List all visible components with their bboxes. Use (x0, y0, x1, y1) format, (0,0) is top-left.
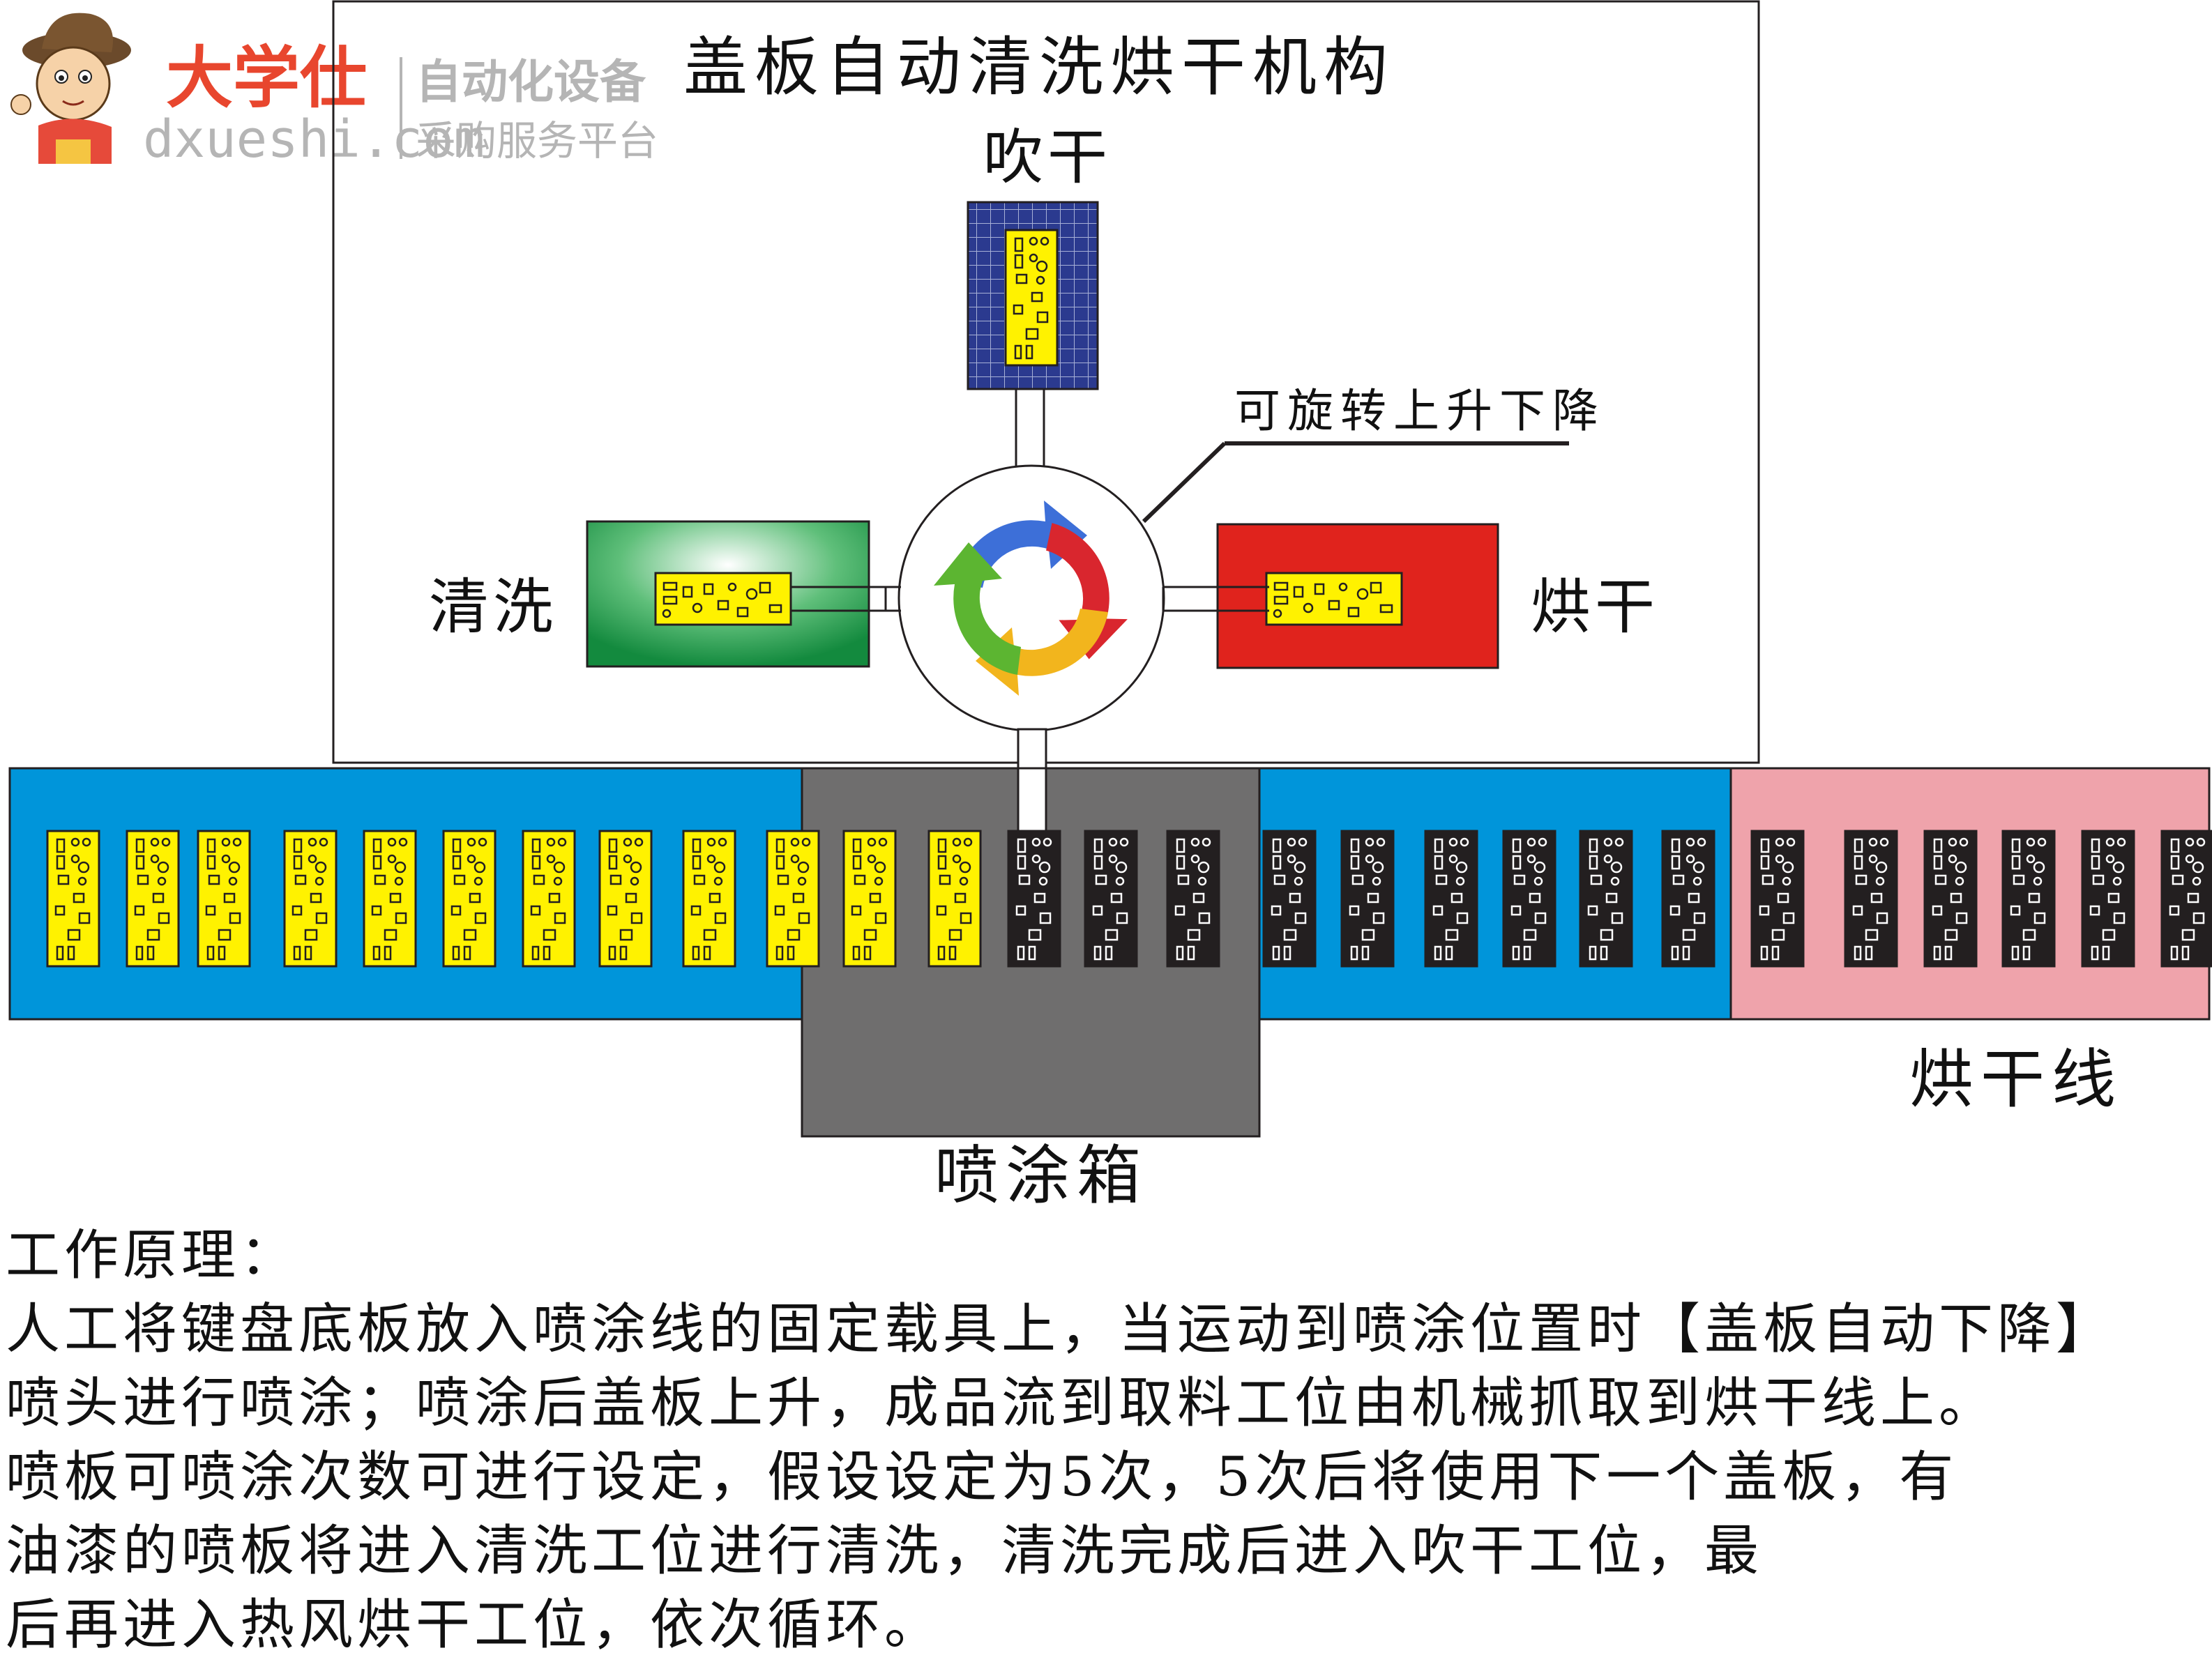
rotary-hub (897, 464, 1165, 732)
conveyor-part-unpainted (522, 830, 576, 968)
part-in-wash-station (654, 572, 792, 626)
principle-line-5: 后再进入热风烘干工位，依次循环。 (6, 1594, 944, 1656)
conveyor-part-unpainted (842, 830, 897, 968)
diagram-title: 盖板自动清洗烘干机构 (683, 30, 1395, 105)
conveyor-part-unpainted (126, 830, 180, 968)
conveyor-part-unpainted (442, 830, 497, 968)
conveyor-parts (46, 830, 2212, 968)
part-in-dry-station (1265, 572, 1403, 626)
principle-line-1: 人工将键盘底板放入喷涂线的固定载具上，当运动到喷涂位置时【盖板自动下降】 (6, 1298, 2115, 1361)
conveyor-part-unpainted (927, 830, 982, 968)
station-blow-label: 吹干 (983, 123, 1112, 192)
logo-line2: 采购服务平台 (416, 117, 658, 165)
conveyor-part-painted (1502, 830, 1556, 968)
conveyor-part-unpainted (46, 830, 100, 968)
conveyor-part-painted (1166, 830, 1220, 968)
spray-conveyor-right (1258, 767, 1732, 1021)
conveyor-part-painted (1424, 830, 1478, 968)
conveyor-part-painted (1579, 830, 1633, 968)
conveyor-part-painted (1661, 830, 1715, 968)
station-dry-label: 烘干 (1531, 572, 1659, 642)
conveyor-part-painted (2160, 830, 2212, 968)
logo-brand: 大学仕 (166, 39, 367, 117)
conveyor-part-painted (1084, 830, 1138, 968)
conveyor-part-unpainted (363, 830, 417, 968)
rotate-icon (934, 501, 1128, 696)
dry-line-label: 烘干线 (1909, 1042, 2123, 1117)
arm-top (1015, 388, 1045, 468)
conveyor-part-painted (2081, 830, 2135, 968)
working-principle: 工作原理： 人工将键盘底板放入喷涂线的固定载具上，当运动到喷涂位置时【盖板自动下… (6, 1219, 2202, 1662)
conveyor-part-painted (1007, 830, 1061, 968)
logo: 大学仕 dxueshi.com 自动化设备 采购服务平台 (10, 13, 658, 169)
principle-heading: 工作原理： (6, 1224, 299, 1287)
conveyor-part-painted (1262, 830, 1317, 968)
logo-domain: dxueshi.com (143, 109, 485, 169)
arm-down-lower (1017, 767, 1047, 832)
mascot-icon (10, 13, 131, 164)
conveyor-part-unpainted (598, 830, 653, 968)
conveyor-part-unpainted (197, 830, 251, 968)
principle-line-4: 油漆的喷板将进入清洗工位进行清洗，清洗完成后进入吹干工位，最 (6, 1520, 1764, 1583)
conveyor-part-unpainted (283, 830, 338, 968)
principle-line-2: 喷头进行喷涂；喷涂后盖板上升，成品流到取料工位由机械抓取到烘干线上。 (6, 1372, 1998, 1435)
conveyor-part-painted (2001, 830, 2056, 968)
part-in-blow-station (1004, 229, 1059, 367)
mechanism-diagram: 大学仕 dxueshi.com 自动化设备 采购服务平台 盖板自动清洗烘干机构 … (8, 0, 2212, 1213)
conveyor-part-painted (1923, 830, 1978, 968)
rotate-note: 可旋转上升下降 (1234, 384, 1605, 438)
conveyor-part-painted (1340, 830, 1395, 968)
conveyor-part-unpainted (766, 830, 820, 968)
station-wash-label: 清洗 (429, 572, 557, 642)
logo-line1: 自动化设备 (416, 55, 646, 109)
rotate-leader-line (1142, 441, 1227, 524)
spray-box-label: 喷涂箱 (934, 1138, 1148, 1213)
conveyor-part-painted (1844, 830, 1898, 968)
conveyor-part-unpainted (682, 830, 736, 968)
principle-line-3: 喷板可喷涂次数可进行设定，假设设定为5次，5次后将使用下一个盖板，有 (6, 1446, 1958, 1509)
conveyor-part-painted (1750, 830, 1805, 968)
